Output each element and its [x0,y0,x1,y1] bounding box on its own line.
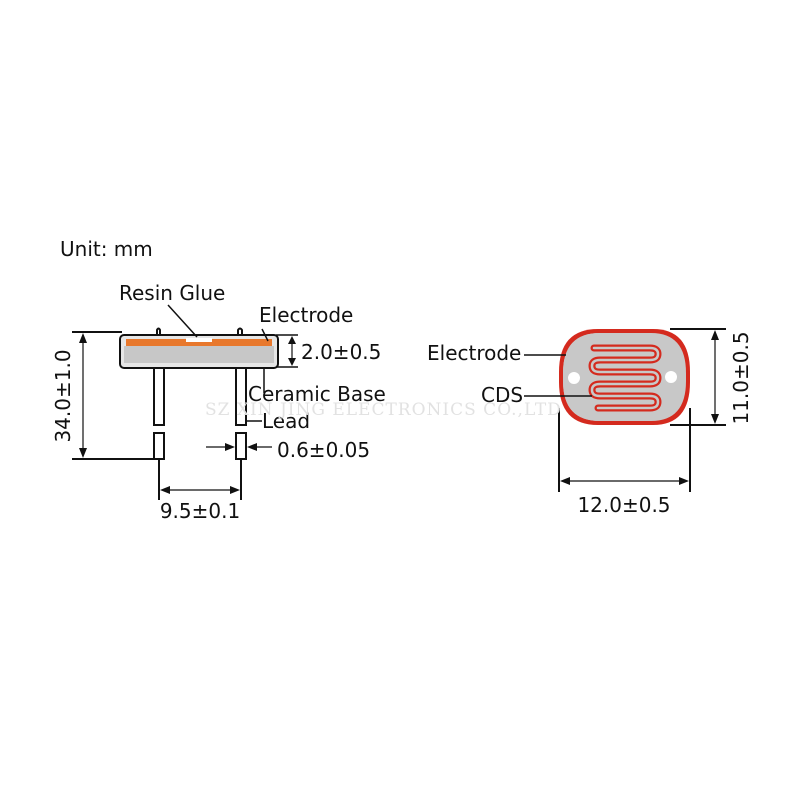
top-width-arrow-left [560,477,570,485]
pitch-arrow-left [160,486,170,494]
ceramic-base-label: Ceramic Base [248,382,386,406]
lead-label: Lead [262,409,310,433]
top-view: 11.0±0.5 Electrode CDS 12.0±0.5 [427,328,753,517]
thickness-arrow-bottom [288,358,296,366]
height-arrow-bottom [79,448,87,458]
lead-left-lower [153,432,165,460]
side-view: 34.0±1.0 Resin Glue Electrode 2.0±0.5 Ce… [51,281,386,523]
top-height-arrow-bottom [711,414,719,424]
height-dim-text: 34.0±1.0 [51,349,75,442]
height-arrow-top [79,333,87,343]
top-electrode-label: Electrode [427,341,521,365]
mounting-hole-right [665,371,677,383]
watermark-text: SZ XIN JING ELECTRONICS CO.,LTD [205,400,562,420]
lead-left [156,327,161,336]
electrode-leader [261,328,269,342]
top-width-dim-text: 12.0±0.5 [577,493,670,517]
lead-right-upper [235,367,247,426]
resin-glue-leader [167,304,198,338]
top-height-dim-text: 11.0±0.5 [729,331,753,424]
resin-glue-label: Resin Glue [119,281,225,305]
top-height-arrow-top [711,330,719,340]
lead-dia-arrow-left [225,443,235,451]
mounting-hole-left [568,372,580,384]
lead-diameter-dim-text: 0.6±0.05 [277,438,370,462]
electrode-pad-left [563,333,604,421]
thickness-dim-text: 2.0±0.5 [301,340,381,364]
ceramic-base-layer [124,346,274,363]
lead-pitch-dim-text: 9.5±0.1 [160,499,240,523]
lead-right [237,327,243,336]
electrode-layer [126,339,272,346]
cds-serpentine-inner [590,346,660,410]
lead-dia-arrow-right [247,443,257,451]
unit-label: Unit: mm [60,237,153,261]
lead-left-upper [153,367,165,426]
thickness-arrow-top [288,336,296,344]
cds-label: CDS [481,383,523,407]
pitch-arrow-right [230,486,240,494]
side-electrode-label: Electrode [259,303,353,327]
top-width-arrow-right [679,477,689,485]
lead-right-lower [235,432,247,460]
resin-glue-layer [186,338,212,342]
